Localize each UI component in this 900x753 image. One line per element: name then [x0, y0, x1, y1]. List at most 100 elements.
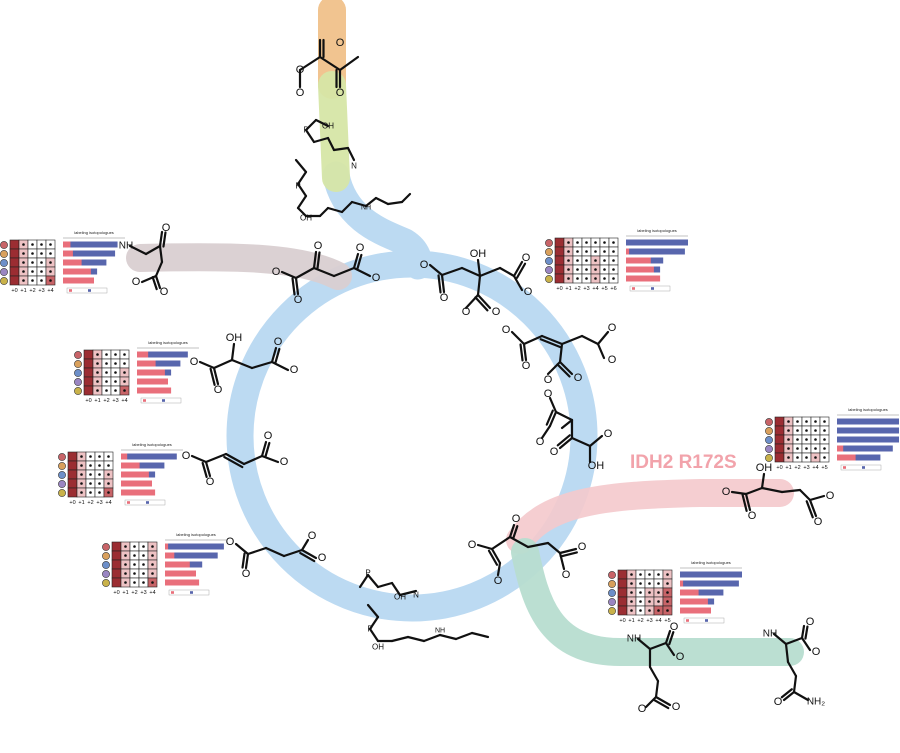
- significance-dot: [666, 573, 669, 576]
- acetyl-coa-entry-ribbon: [322, 161, 433, 280]
- heatmap-cell: [83, 376, 94, 387]
- heatmap-cell: [83, 349, 94, 360]
- bar-unlabeled: [837, 427, 899, 434]
- enrichment-bars: labeling isotopologues: [680, 560, 742, 624]
- significance-dot: [124, 554, 127, 557]
- atom-label: OH: [588, 460, 605, 472]
- significance-dot: [49, 279, 52, 282]
- atom-label: O: [190, 356, 199, 368]
- bar-labeled: [137, 387, 172, 394]
- atom-label: O: [264, 430, 273, 442]
- significance-dot: [657, 582, 660, 585]
- isotopologue-col-label: +3: [96, 500, 102, 506]
- isotopologue-col-label: +1: [565, 286, 571, 292]
- bar-legend: [683, 617, 725, 624]
- condition-marker: [74, 351, 82, 359]
- significance-dot: [133, 572, 136, 575]
- significance-dot: [787, 447, 790, 450]
- heatmap-cell: [83, 358, 94, 369]
- isotopologue-col-label: +6: [610, 286, 616, 292]
- atom-label: P: [367, 625, 372, 634]
- condition-marker: [608, 571, 616, 579]
- legend-swatch-unlabeled: [162, 399, 165, 402]
- significance-dot: [142, 581, 145, 584]
- heatmap-cell: [774, 434, 785, 445]
- significance-dot: [31, 252, 34, 255]
- significance-dot: [567, 259, 570, 262]
- atom-label: O: [604, 428, 613, 440]
- isotopologue-col-label: +3: [646, 618, 652, 624]
- condition-marker: [58, 489, 66, 497]
- significance-dot: [123, 389, 126, 392]
- legend-swatch-labeled: [143, 399, 146, 402]
- panel-title: labeling isotopologues: [848, 407, 888, 412]
- significance-dot: [814, 456, 817, 459]
- bar-labeled: [680, 598, 708, 605]
- condition-marker: [74, 387, 82, 395]
- atom-label: O: [308, 530, 317, 542]
- significance-dot: [80, 464, 83, 467]
- atom-label: O: [214, 384, 223, 396]
- isotopologue-col-label: +3: [583, 286, 589, 292]
- significance-dot: [49, 252, 52, 255]
- significance-dot: [31, 261, 34, 264]
- atom-label: N: [413, 591, 419, 600]
- significance-dot: [576, 259, 579, 262]
- significance-dot: [639, 582, 642, 585]
- condition-marker: [545, 248, 553, 256]
- atom-label: O: [672, 701, 681, 713]
- isotopologue-col-label: +3: [803, 465, 809, 471]
- isotopologue-col-label: +2: [103, 398, 109, 404]
- heatmap-cell: [617, 578, 628, 589]
- significance-dot: [630, 573, 633, 576]
- significance-dot: [49, 261, 52, 264]
- condition-marker: [58, 462, 66, 470]
- bar-unlabeled: [121, 462, 165, 469]
- significance-dot: [603, 277, 606, 280]
- significance-dot: [823, 447, 826, 450]
- condition-marker: [765, 427, 773, 435]
- isotopologue-heatmap: +0+1+2+3+4: [111, 541, 158, 596]
- significance-dot: [657, 573, 660, 576]
- significance-dot: [657, 609, 660, 612]
- heatmap-cell: [67, 451, 78, 462]
- isotopologue-col-label: +0: [776, 465, 782, 471]
- significance-dot: [22, 279, 25, 282]
- heatmap-cell: [9, 257, 20, 268]
- significance-dot: [639, 573, 642, 576]
- significance-dot: [648, 600, 651, 603]
- atom-label: O: [544, 388, 553, 400]
- atom-label: NH: [763, 629, 777, 640]
- atom-label: O: [296, 64, 305, 76]
- atom-label: O: [462, 306, 471, 318]
- significance-dot: [89, 491, 92, 494]
- significance-dot: [796, 420, 799, 423]
- heatmap-cell: [617, 569, 628, 580]
- atom-label: O: [294, 294, 303, 306]
- atom-label: O: [670, 621, 679, 633]
- significance-dot: [31, 279, 34, 282]
- significance-dot: [49, 243, 52, 246]
- condition-marker: [102, 561, 110, 569]
- legend-swatch-unlabeled: [651, 287, 654, 290]
- atom-label: O: [182, 450, 191, 462]
- significance-dot: [96, 371, 99, 374]
- bar-unlabeled: [165, 552, 218, 559]
- atom-label: O: [522, 252, 531, 264]
- significance-dot: [630, 591, 633, 594]
- significance-dot: [133, 563, 136, 566]
- significance-dot: [114, 371, 117, 374]
- significance-dot: [40, 261, 43, 264]
- condition-marker: [102, 579, 110, 587]
- isotopologue-col-label: +4: [121, 398, 127, 404]
- isotopologue-col-label: +3: [112, 398, 118, 404]
- legend-swatch-labeled: [632, 287, 635, 290]
- significance-dot: [107, 491, 110, 494]
- isotopologue-col-label: +3: [140, 590, 146, 596]
- hydroxyglutarate-ribbon: [506, 479, 794, 554]
- panel-title: labeling isotopologues: [637, 228, 677, 233]
